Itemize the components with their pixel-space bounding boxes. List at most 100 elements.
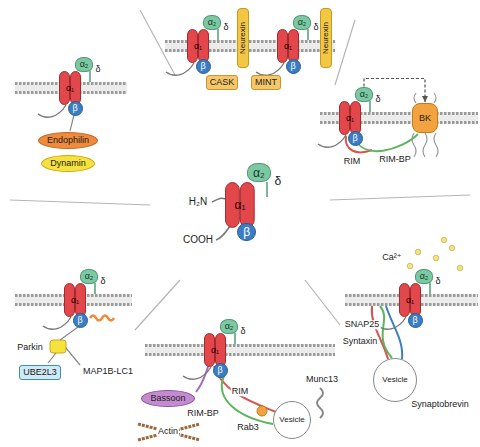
calcium-ion <box>457 265 463 271</box>
node-text: Neurexin <box>239 22 247 54</box>
channel-half <box>351 102 361 135</box>
beta-subunit: β <box>73 313 88 328</box>
channel-half <box>278 30 288 63</box>
cytoplasmic-loop <box>43 317 71 329</box>
node-text: α₁ <box>194 42 202 51</box>
channel-half <box>400 284 410 317</box>
cytoplasmic-loop <box>217 29 219 40</box>
channel-half <box>216 334 226 367</box>
alpha1-subunit: α₁ <box>225 182 255 228</box>
bk-tail <box>434 133 438 157</box>
panel-divider <box>135 280 180 330</box>
actin-filament <box>138 424 200 440</box>
alpha1-subunit: α₁ <box>339 101 361 135</box>
node-text: β <box>72 104 77 113</box>
rab3-protein <box>257 406 267 416</box>
node-text: α₂ <box>298 18 307 27</box>
calcium-ion <box>415 249 421 255</box>
dashed-arrow <box>364 79 425 103</box>
part-label: δ <box>99 277 106 286</box>
node-text: Endophilin <box>47 136 89 145</box>
channel-half <box>240 183 254 228</box>
snare-complex <box>372 306 402 359</box>
node-text: β <box>200 62 205 71</box>
protein-ellipse: Endophilin <box>38 132 98 149</box>
calcium-ion <box>433 255 439 261</box>
node-text: β <box>77 316 82 325</box>
cytoplasmic-loop <box>256 63 284 75</box>
part-label: COOH <box>182 235 214 246</box>
part-label: δ <box>273 174 282 187</box>
snare-complex <box>380 306 392 358</box>
channel-half <box>76 284 86 317</box>
node-text: β <box>352 134 357 143</box>
part-label: SNAP25 <box>344 320 381 329</box>
node-text: α₂ <box>225 322 234 331</box>
munc13-protein <box>317 388 323 418</box>
alpha1-subunit: α₁ <box>64 283 86 317</box>
cytoplasmic-loop <box>234 333 236 344</box>
panel-divider <box>330 195 470 200</box>
protein-ellipse: Dynamin <box>41 155 95 172</box>
node-text: Vesicle <box>279 416 304 424</box>
protein-ellipse: Bassoon <box>141 390 194 407</box>
part-label: RIM <box>231 387 250 396</box>
vesicle-circle: Vesicle <box>373 358 417 402</box>
channel-half <box>226 183 240 228</box>
part-label: RIM <box>343 157 362 166</box>
helix <box>90 316 114 321</box>
part-label: δ <box>94 65 101 74</box>
part-label: δ <box>374 95 381 104</box>
neurexin-bar: Neurexin <box>320 8 332 68</box>
cytoplasmic-loop <box>369 101 371 112</box>
scaffold-chain <box>196 134 418 424</box>
node-text: α₂ <box>80 60 89 69</box>
link-line <box>48 353 56 363</box>
cytoplasmic-loop <box>266 182 268 197</box>
alpha1-subunit: α₁ <box>187 29 209 63</box>
node-text: α₁ <box>406 296 414 305</box>
alpha2-subunit: α₂ <box>293 15 311 30</box>
snare-complex <box>372 306 388 359</box>
part-label: δ <box>434 277 441 286</box>
bk-tail <box>412 93 438 157</box>
membrane <box>145 353 335 356</box>
part-label: Actin <box>157 427 179 436</box>
membrane <box>15 82 127 94</box>
channel-half <box>199 30 209 63</box>
node-text: α₁ <box>211 346 219 355</box>
bk-channel: BK <box>412 103 438 133</box>
alpha1-subunit: α₁ <box>277 29 299 63</box>
protein-box: UBE2L3 <box>19 365 61 380</box>
link-line <box>60 327 78 340</box>
beta-subunit: β <box>68 101 83 116</box>
cytoplasmic-loop <box>318 135 346 147</box>
cytoplasmic-loop <box>166 63 194 75</box>
protein-box: MINT <box>251 75 281 90</box>
panel-divider <box>305 280 340 325</box>
terminus-chain <box>216 226 230 240</box>
membrane <box>145 344 335 347</box>
node-text: UBE2L3 <box>23 368 57 377</box>
part-label: δ <box>222 23 229 32</box>
alpha1-subunit: α₁ <box>399 283 421 317</box>
scaffold-chain <box>354 134 418 151</box>
beta-subunit: β <box>348 131 363 146</box>
node-text: α₂ <box>360 90 369 99</box>
node-text: α₁ <box>234 199 245 211</box>
node-text: α₂ <box>253 167 265 179</box>
cytoplasmic-loop <box>307 29 309 40</box>
node-text: CASK <box>210 78 235 87</box>
parkin-protein <box>50 340 66 353</box>
cytoplasmic-loop <box>378 317 406 329</box>
channel-half <box>65 284 75 317</box>
cytoplasmic-loop <box>38 105 66 117</box>
channel-half <box>289 30 299 63</box>
alpha2-subunit: α₂ <box>220 319 238 334</box>
node-text: Neurexin <box>322 22 330 54</box>
part-label: Ca²⁺ <box>381 253 402 262</box>
part-label: δ <box>312 23 319 32</box>
node-text: α₂ <box>85 272 94 281</box>
actin-filament <box>138 424 200 440</box>
cytoplasmic-loop <box>89 71 91 82</box>
